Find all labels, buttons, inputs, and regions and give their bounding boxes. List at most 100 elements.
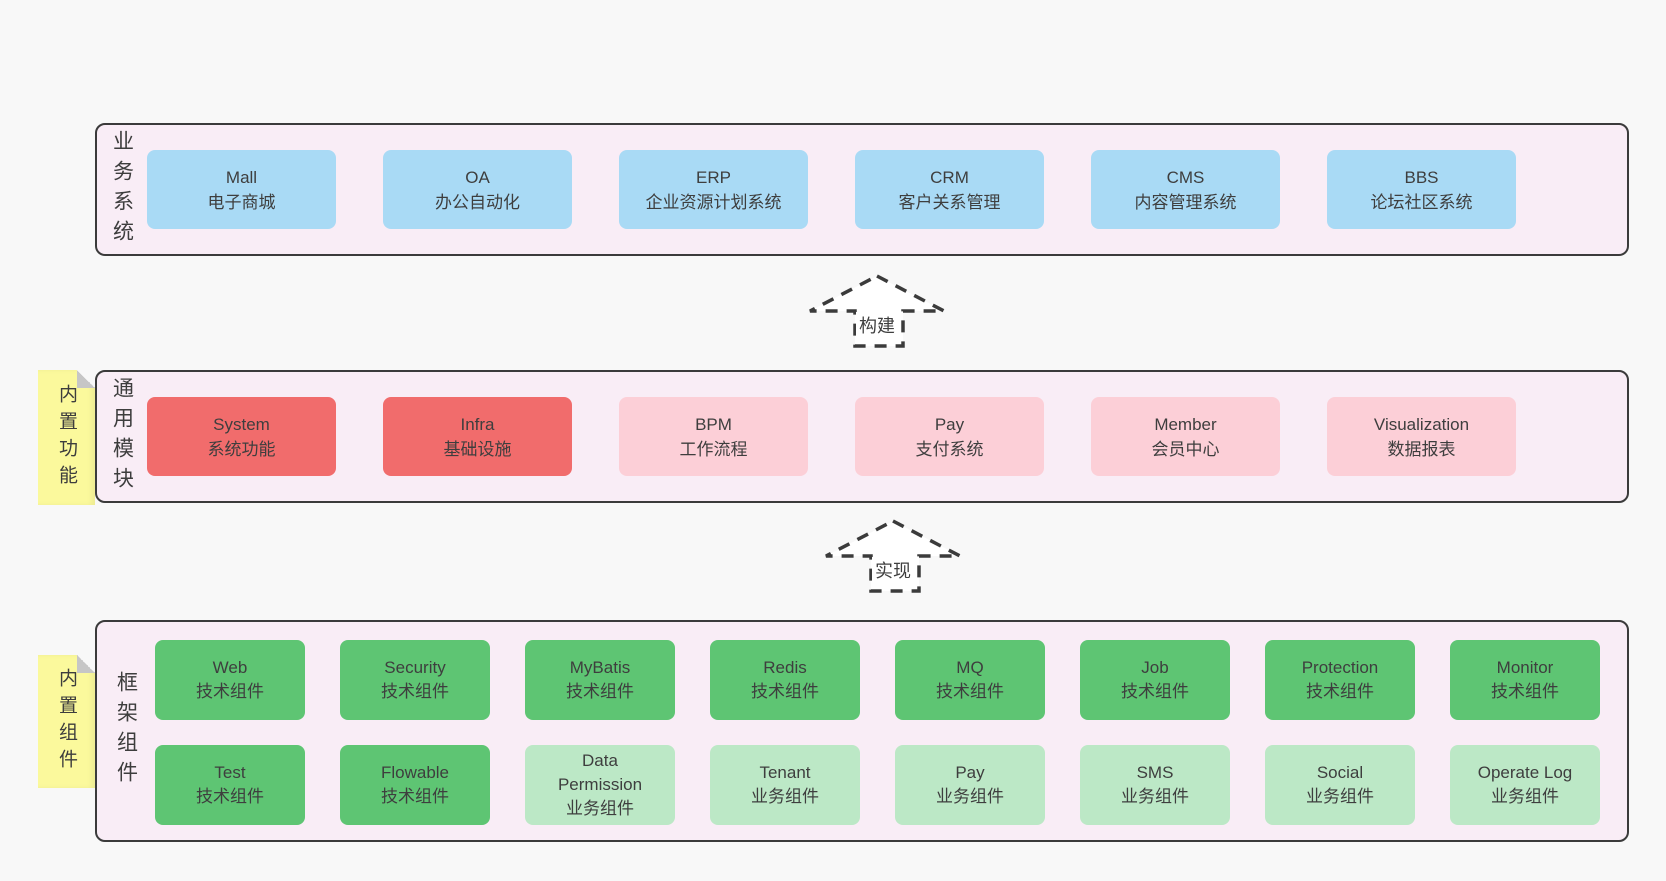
arrow-implement: 实现 <box>823 503 963 595</box>
business-systems-boxes: Mall 电子商城 OA 办公自动化 ERP 企业资源计划系统 CRM 客户关系… <box>147 125 1627 254</box>
box-name: System <box>213 414 270 434</box>
box-mall: Mall 电子商城 <box>147 150 336 229</box>
box-desc: 会员中心 <box>1151 439 1220 459</box>
box-sms: SMS 业务组件 <box>1080 745 1230 825</box>
box-name: CMS <box>1166 167 1205 187</box>
box-desc: 业务组件 <box>566 799 634 818</box>
box-desc: 业务组件 <box>1306 787 1374 806</box>
box-desc: 工作流程 <box>679 439 748 459</box>
box-desc: 技术组件 <box>936 682 1004 701</box>
box-system: System 系统功能 <box>147 397 336 476</box>
band-label-text: 框架组件 <box>114 671 138 791</box>
box-name: OA <box>465 167 490 187</box>
sticky-text: 内置组件 <box>56 667 77 776</box>
box-name: Job <box>1141 658 1169 677</box>
box-oa: OA 办公自动化 <box>383 150 572 229</box>
box-name: Monitor <box>1496 658 1554 677</box>
box-operate-log: Operate Log 业务组件 <box>1450 745 1600 825</box>
box-desc: 技术组件 <box>381 682 449 701</box>
box-name: Web <box>212 658 248 677</box>
box-web: Web 技术组件 <box>155 640 305 720</box>
box-security: Security 技术组件 <box>340 640 490 720</box>
box-desc: 技术组件 <box>1306 682 1374 701</box>
box-name: Visualization <box>1373 414 1470 434</box>
common-modules-boxes: System 系统功能 Infra 基础设施 BPM 工作流程 Pay 支付系统… <box>147 372 1627 501</box>
box-desc: 技术组件 <box>381 787 449 806</box>
box-desc: 内容管理系统 <box>1134 192 1237 212</box>
box-name: BPM <box>695 414 732 434</box>
box-desc: 企业资源计划系统 <box>645 192 782 212</box>
up-arrow-icon <box>809 274 945 348</box>
box-name: Member <box>1154 414 1217 434</box>
box-name: Data Permission <box>557 751 643 794</box>
sticky-text: 内置功能 <box>56 383 77 492</box>
framework-row-business: Test 技术组件 Flowable 技术组件 Data Permission … <box>155 745 1627 825</box>
box-flowable: Flowable 技术组件 <box>340 745 490 825</box>
box-name: Infra <box>460 414 495 434</box>
sticky-note-builtin-features: 内置功能 <box>38 370 95 505</box>
box-crm: CRM 客户关系管理 <box>855 150 1044 229</box>
box-name: Protection <box>1301 658 1379 677</box>
arrow-implement-label: 实现 <box>872 557 914 583</box>
box-name: Redis <box>763 658 807 677</box>
up-arrow-icon <box>825 519 961 593</box>
box-name: SMS <box>1136 763 1174 782</box>
box-visualization: Visualization 数据报表 <box>1327 397 1516 476</box>
box-social: Social 业务组件 <box>1265 745 1415 825</box>
fold-corner-icon <box>77 655 95 673</box>
box-desc: 技术组件 <box>751 682 819 701</box>
box-redis: Redis 技术组件 <box>710 640 860 720</box>
fold-corner-icon <box>77 370 95 388</box>
box-tenant: Tenant 业务组件 <box>710 745 860 825</box>
box-name: Pay <box>955 763 985 782</box>
box-data-permission: Data Permission 业务组件 <box>525 745 675 825</box>
box-name: BBS <box>1404 167 1439 187</box>
box-name: Tenant <box>759 763 811 782</box>
band-common-modules: 通用模块 System 系统功能 Infra 基础设施 BPM 工作流程 Pay… <box>95 370 1629 503</box>
box-mq: MQ 技术组件 <box>895 640 1045 720</box>
box-name: Security <box>384 658 446 677</box>
box-cms: CMS 内容管理系统 <box>1091 150 1280 229</box>
band-label-text: 通用模块 <box>110 376 134 497</box>
box-name: Social <box>1316 763 1364 782</box>
arrow-outline <box>825 519 961 593</box>
band-label-business-systems: 业务系统 <box>97 125 147 254</box>
box-desc: 技术组件 <box>196 787 264 806</box>
box-desc: 支付系统 <box>915 439 984 459</box>
box-name: Operate Log <box>1477 763 1573 782</box>
box-monitor: Monitor 技术组件 <box>1450 640 1600 720</box>
box-name: Flowable <box>380 763 450 782</box>
box-desc: 技术组件 <box>1121 682 1189 701</box>
arrow-outline <box>809 274 945 348</box>
box-job: Job 技术组件 <box>1080 640 1230 720</box>
band-label-common-modules: 通用模块 <box>97 372 147 501</box>
box-desc: 技术组件 <box>1491 682 1559 701</box>
box-desc: 办公自动化 <box>435 192 520 212</box>
band-label-text: 业务系统 <box>110 129 134 250</box>
box-desc: 技术组件 <box>566 682 634 701</box>
band-framework-components: 框架组件 Web 技术组件 Security 技术组件 MyBatis 技术组件… <box>95 620 1629 842</box>
box-desc: 业务组件 <box>1491 787 1559 806</box>
box-desc: 系统功能 <box>207 439 276 459</box>
box-desc: 业务组件 <box>936 787 1004 806</box>
box-name: MyBatis <box>569 658 631 677</box>
box-name: Pay <box>934 414 965 434</box>
box-desc: 客户关系管理 <box>898 192 1001 212</box>
box-desc: 数据报表 <box>1387 439 1456 459</box>
box-desc: 电子商城 <box>207 192 276 212</box>
framework-components-rows: Web 技术组件 Security 技术组件 MyBatis 技术组件 Redi… <box>155 622 1627 840</box>
box-name: CRM <box>930 167 969 187</box>
box-infra: Infra 基础设施 <box>383 397 572 476</box>
box-desc: 基础设施 <box>443 439 512 459</box>
box-erp: ERP 企业资源计划系统 <box>619 150 808 229</box>
box-pay-business: Pay 业务组件 <box>895 745 1045 825</box>
box-pay: Pay 支付系统 <box>855 397 1044 476</box>
box-bbs: BBS 论坛社区系统 <box>1327 150 1516 229</box>
arrow-build: 构建 <box>807 258 947 350</box>
box-name: ERP <box>696 167 731 187</box>
band-business-systems: 业务系统 Mall 电子商城 OA 办公自动化 ERP 企业资源计划系统 CRM… <box>95 123 1629 256</box>
box-bpm: BPM 工作流程 <box>619 397 808 476</box>
box-name: Mall <box>225 167 258 187</box>
box-test: Test 技术组件 <box>155 745 305 825</box>
